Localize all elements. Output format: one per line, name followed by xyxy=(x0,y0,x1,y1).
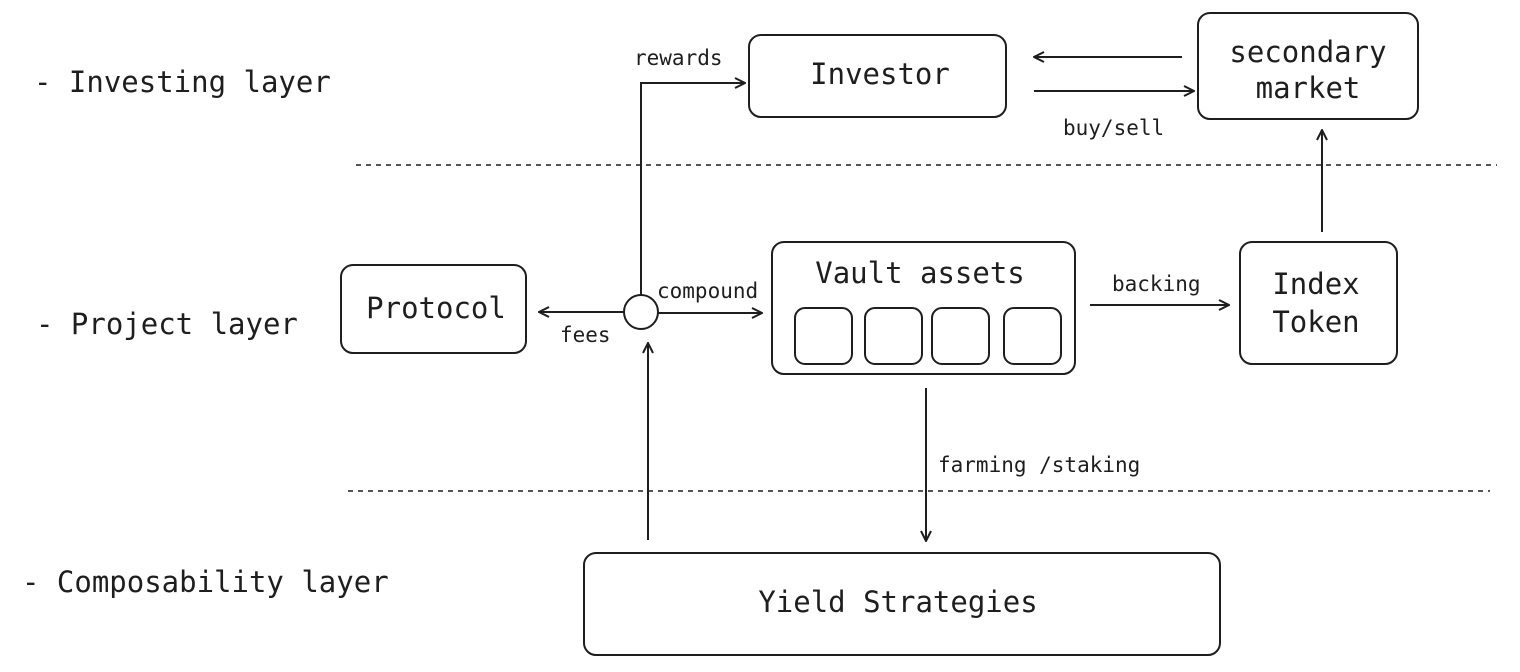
node-vault-assets[interactable]: Vault assets xyxy=(771,241,1076,375)
junction-node[interactable] xyxy=(623,294,659,330)
index-token-label-line1: Index xyxy=(1272,267,1359,301)
secondary-market-label-line1: secondary xyxy=(1229,35,1386,69)
edge-label-buy-sell: buy/sell xyxy=(1063,116,1164,140)
layer-label-composability: - Composability layer xyxy=(22,565,389,599)
node-secondary-market[interactable]: secondary market xyxy=(1197,12,1419,120)
edge-label-backing: backing xyxy=(1112,272,1201,296)
layer-label-investing: - Investing layer xyxy=(34,65,331,99)
edge-label-farming-staking: farming /staking xyxy=(938,453,1140,477)
vault-asset-slot xyxy=(931,307,990,365)
node-investor[interactable]: Investor xyxy=(748,34,1007,118)
vault-asset-slot xyxy=(794,307,853,365)
yield-strategies-box xyxy=(583,552,1221,656)
node-index-token[interactable]: Index Token xyxy=(1239,241,1398,365)
node-protocol[interactable]: Protocol xyxy=(340,264,527,354)
index-token-label-line2: Token xyxy=(1272,305,1359,339)
protocol-label: Protocol xyxy=(366,291,506,325)
index-token-box xyxy=(1239,241,1398,365)
vault-assets-label: Vault assets xyxy=(815,256,1025,290)
edge-label-compound: compound xyxy=(657,279,758,303)
node-yield-strategies[interactable]: Yield Strategies xyxy=(583,552,1221,656)
investor-box xyxy=(748,34,1007,118)
vault-asset-slot xyxy=(1003,307,1062,365)
edge-label-fees: fees xyxy=(560,323,611,347)
protocol-box xyxy=(340,264,527,354)
yield-strategies-label: Yield Strategies xyxy=(758,585,1037,619)
secondary-market-label-line2: market xyxy=(1256,71,1361,105)
edge-rewards xyxy=(640,83,745,295)
secondary-market-box xyxy=(1197,12,1419,120)
edge-label-rewards: rewards xyxy=(634,46,723,70)
layer-label-project: - Project layer xyxy=(36,307,298,341)
vault-asset-slot xyxy=(864,307,923,365)
investor-label: Investor xyxy=(810,57,950,91)
